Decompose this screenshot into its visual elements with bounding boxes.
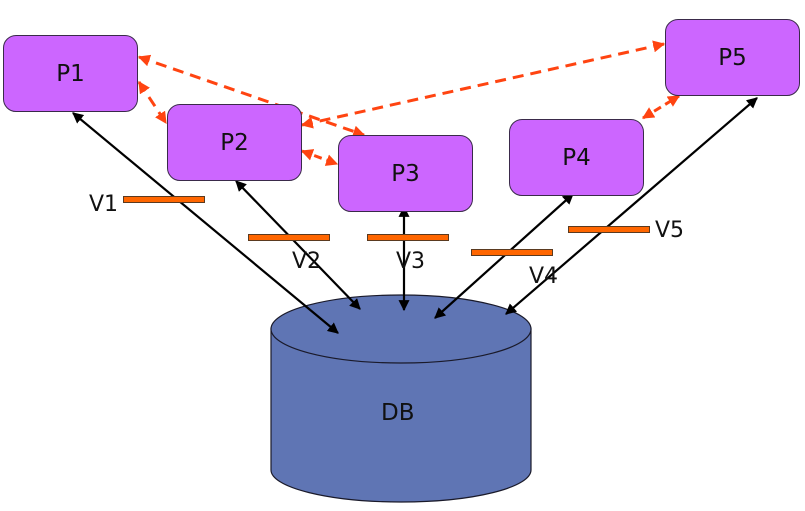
version-bar-v5: [568, 226, 650, 233]
version-bar-v1: [123, 196, 205, 203]
peer-links: [137, 40, 681, 166]
database-cylinder: [270, 294, 532, 503]
process-label: P3: [391, 160, 420, 187]
process-label: P5: [718, 44, 747, 71]
peer-link-p4-p5: [641, 94, 681, 120]
process-p1: P1: [3, 35, 138, 112]
process-p2: P2: [167, 104, 302, 181]
version-bar-v4: [471, 249, 553, 256]
link-p5-db: [505, 97, 758, 315]
peer-link-p2-p3: [300, 149, 339, 166]
link-p2-db: [235, 180, 361, 310]
version-label-v2: V2: [292, 249, 322, 274]
database-label: DB: [381, 400, 415, 426]
version-label-v4: V4: [529, 264, 559, 289]
db-top: [270, 294, 532, 364]
peer-link-p2-p5: [300, 40, 666, 129]
version-label-v5: V5: [655, 218, 685, 243]
version-label-v1: V1: [89, 192, 119, 217]
process-label: P2: [220, 129, 249, 156]
link-p4-db: [434, 193, 574, 319]
process-label: P4: [562, 144, 591, 171]
peer-link-p1-p2: [137, 80, 168, 125]
db-body: [270, 328, 532, 503]
db-links: [72, 97, 758, 334]
process-p4: P4: [509, 119, 644, 196]
version-label-v3: V3: [396, 249, 426, 274]
version-bar-v2: [248, 234, 330, 241]
process-p3: P3: [338, 135, 473, 212]
process-label: P1: [56, 60, 85, 87]
process-p5: P5: [665, 19, 800, 96]
version-bar-v3: [367, 234, 449, 241]
